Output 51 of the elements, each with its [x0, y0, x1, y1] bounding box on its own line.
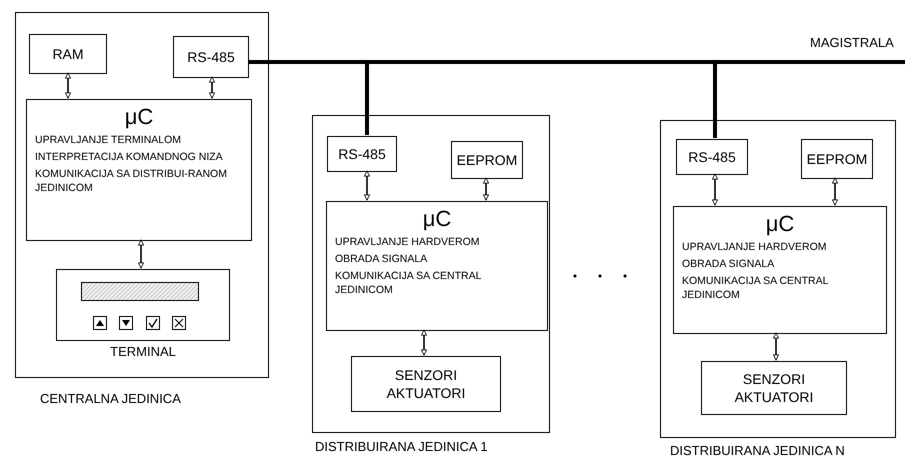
bidirectional-arrow [209, 76, 215, 98]
function-text: UPRAVLJANJE HARDVEROM [335, 235, 480, 249]
microcontroller-block [26, 99, 252, 241]
function-text: INTERPRETACIJA KOMANDNOG NIZA [35, 150, 224, 164]
function-text: KOMUNIKACIJA SA DISTRIBUI-RANOM JEDINICOM [35, 167, 228, 195]
unit-caption: MAGISTRALA [810, 36, 894, 49]
block-title: μC [422, 206, 452, 232]
component-box [701, 361, 847, 415]
unit-caption: DISTRIBUIRANA JEDINICA N [670, 444, 845, 457]
function-text: UPRAVLJANJE HARDVEROM [682, 240, 828, 254]
block-label: EEPROM [806, 150, 868, 168]
function-text: OBRADA SIGNALA [335, 252, 428, 266]
component-box [173, 36, 249, 78]
bidirectional-arrow [832, 178, 838, 206]
unit-frame [660, 120, 896, 438]
bidirectional-arrow [712, 174, 718, 206]
component-box [351, 356, 501, 412]
terminal-label: TERMINAL [109, 345, 177, 358]
unit-caption: DISTRIBUIRANA JEDINICA 1 [315, 440, 488, 453]
bidirectional-arrow [65, 72, 71, 98]
bus-connection-line [248, 60, 300, 64]
block-title: μC [124, 104, 154, 130]
block-label: SENZORI AKTUATORI [386, 366, 466, 402]
bidirectional-arrow [138, 240, 144, 268]
unit-frame [312, 115, 550, 433]
unit-frame [15, 12, 269, 378]
block-label: RS-485 [187, 48, 235, 66]
component-box [801, 139, 873, 179]
block-label: RAM [52, 45, 84, 63]
bidirectional-arrow [421, 330, 427, 356]
bidirectional-arrow [364, 170, 370, 200]
component-box [29, 34, 107, 74]
bidirectional-arrow [483, 178, 489, 200]
microcontroller-block [673, 206, 887, 334]
bidirectional-arrow [773, 332, 779, 360]
block-label: SENZORI AKTUATORI [734, 370, 814, 406]
component-box [327, 136, 397, 172]
function-text: KOMUNIKACIJA SA CENTRAL JEDINICOM [335, 269, 482, 297]
block-label: RS-485 [688, 148, 736, 166]
unit-caption: CENTRALNA JEDINICA [40, 392, 181, 405]
function-text: OBRADA SIGNALA [682, 257, 776, 271]
component-box [676, 139, 748, 175]
bus-connection-line [365, 64, 369, 135]
component-box [451, 141, 523, 179]
block-title: μC [766, 211, 794, 237]
block-label: EEPROM [456, 151, 518, 169]
function-text: KOMUNIKACIJA SA CENTRAL JEDINICOM [682, 274, 830, 302]
bus-connection-line [713, 64, 717, 138]
microcontroller-block [326, 201, 548, 331]
block-label: RS-485 [338, 145, 386, 163]
function-text: UPRAVLJANJE TERMINALOM [35, 133, 182, 147]
